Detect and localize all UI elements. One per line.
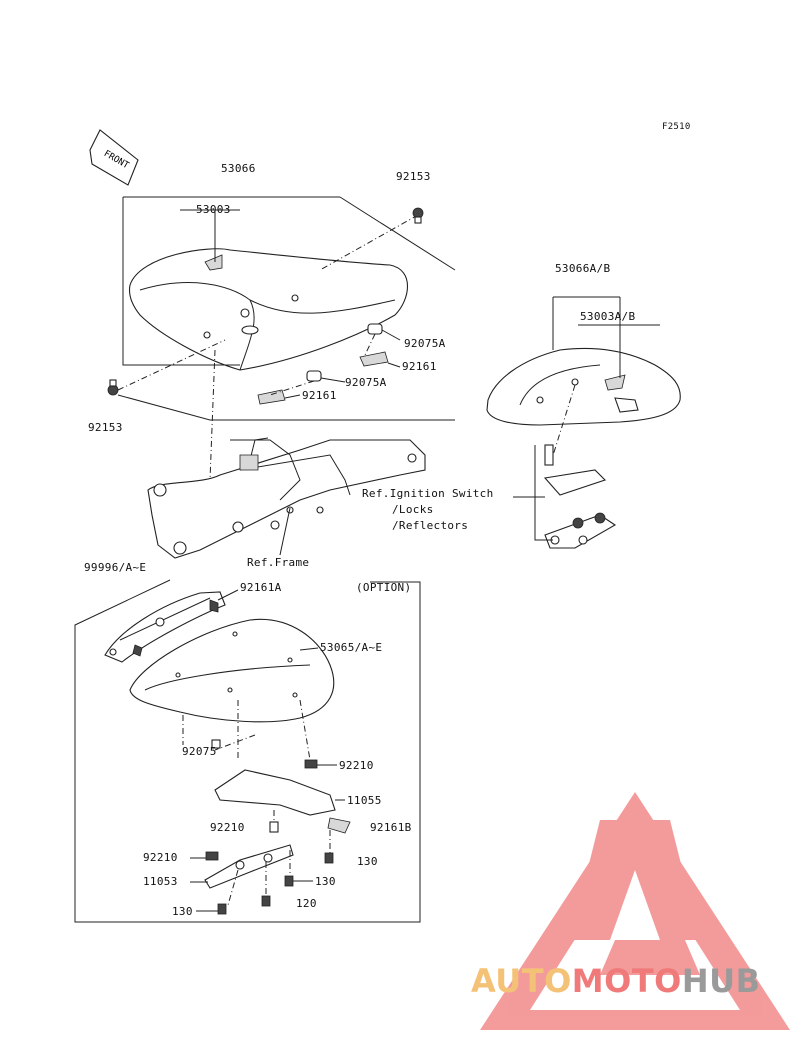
label-92161-2: 92161 — [302, 389, 337, 402]
watermark-logo-icon — [480, 792, 790, 1030]
label-92075A-2: 92075A — [345, 376, 387, 389]
label-92210-1: 92210 — [339, 759, 374, 772]
label-53065: 53065/A~E — [320, 641, 383, 654]
option-box — [74, 579, 421, 923]
clips-92161 — [257, 351, 389, 405]
label-92210-3: 92210 — [143, 851, 178, 864]
label-ref-reflectors: /Reflectors — [392, 519, 469, 532]
bolt-92153-top — [412, 207, 424, 224]
fasteners — [205, 739, 334, 915]
label-ref-frame: Ref.Frame — [247, 556, 310, 569]
label-92161A: 92161A — [240, 581, 282, 594]
label-53003: 53003 — [196, 203, 231, 216]
plate-11053 — [204, 844, 294, 889]
label-130-2: 130 — [315, 875, 336, 888]
label-53003AB: 53003A/B — [580, 310, 636, 323]
seat-cover-frame — [104, 591, 226, 663]
label-53066: 53066 — [221, 162, 256, 175]
front-arrow-icon: FRONT — [89, 129, 139, 186]
label-ref-locks: /Locks — [392, 503, 434, 516]
label-120: 120 — [296, 897, 317, 910]
main-seat — [128, 248, 408, 371]
label-11055: 11055 — [347, 794, 382, 807]
figure-code: F2510 — [662, 122, 691, 132]
label-130-3: 130 — [172, 905, 193, 918]
seat-cowl — [486, 347, 681, 426]
label-92153-left: 92153 — [88, 421, 123, 434]
label-130-1: 130 — [357, 855, 378, 868]
frame — [147, 437, 426, 559]
label-11053: 11053 — [143, 875, 178, 888]
bolt-92153-left — [107, 379, 119, 396]
bumpers-92075A — [306, 323, 383, 382]
label-92161-1: 92161 — [402, 360, 437, 373]
label-92161B: 92161B — [370, 821, 412, 834]
label-92075A-1: 92075A — [404, 337, 446, 350]
watermark-hub: HUB — [681, 962, 761, 1000]
label-ref-ignition-switch: Ref.Ignition Switch — [362, 487, 494, 500]
watermark-text: AUTOMOTOHUB — [471, 962, 761, 1000]
lock-assembly — [543, 444, 617, 549]
single-seat-cover — [129, 618, 335, 723]
label-92075: 92075 — [182, 745, 217, 758]
label-92153-top: 92153 — [396, 170, 431, 183]
label-92210-2: 92210 — [210, 821, 245, 834]
watermark-moto: MOTO — [571, 962, 682, 1000]
bracket-11055 — [214, 769, 351, 834]
label-option: (OPTION) — [356, 581, 412, 594]
label-99996: 99996/A~E — [84, 561, 147, 574]
watermark-auto: AUTO — [471, 962, 572, 1000]
label-53066AB: 53066A/B — [555, 262, 611, 275]
